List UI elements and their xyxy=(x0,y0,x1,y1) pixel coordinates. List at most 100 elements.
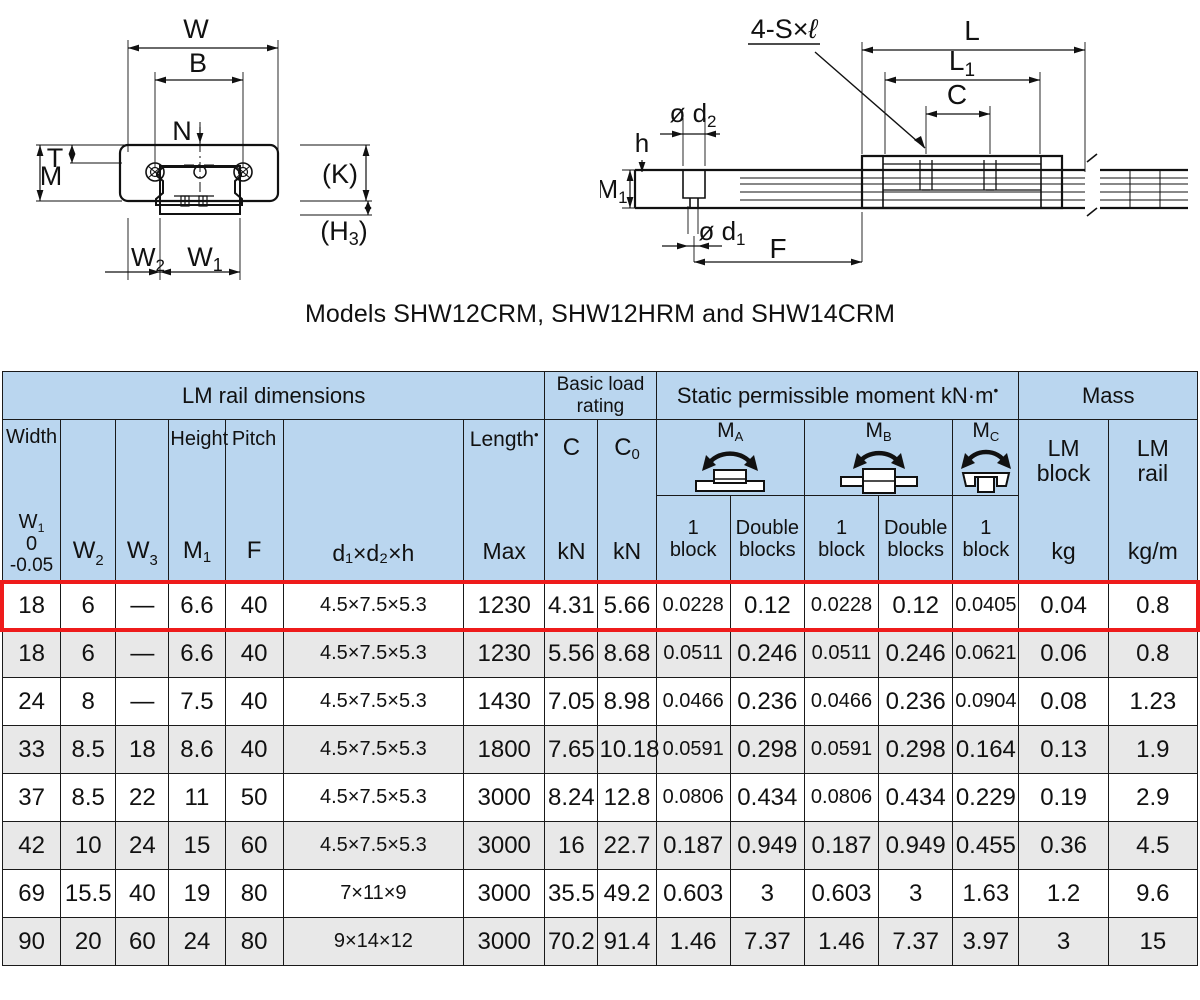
cell-ma-double: 0.434 xyxy=(729,773,805,822)
dim-label-h: h xyxy=(635,128,649,158)
dim-label-phi-d2: ø d2 xyxy=(669,98,716,131)
cell-d1d2h: 4.5×7.5×5.3 xyxy=(282,773,465,822)
cell-width-w1: 37 xyxy=(1,773,62,822)
dim-label-N: N xyxy=(172,116,192,146)
cell-length-max: 3000 xyxy=(463,869,546,918)
cell-width-w1: 24 xyxy=(1,677,62,726)
cell-f: 40 xyxy=(224,677,284,726)
header-group-row: LM rail dimensions Basic load rating Sta… xyxy=(1,371,1198,420)
cell-mc-1block: 0.0621 xyxy=(952,629,1020,678)
cell-ma-double: 0.246 xyxy=(729,629,805,678)
cell-width-w1: 69 xyxy=(1,869,62,918)
figure-caption: Models SHW12CRM, SHW12HRM and SHW14CRM xyxy=(304,300,896,328)
dim-label-L: L xyxy=(964,15,980,46)
cell-mass-lm-block: 1.2 xyxy=(1018,869,1109,918)
cell-width-w1: 18 xyxy=(1,581,62,630)
cell-mc-1block: 0.0405 xyxy=(952,581,1020,630)
cell-mb-1block: 0.0228 xyxy=(803,581,880,630)
cell-mc-1block: 0.229 xyxy=(952,773,1020,822)
cell-width-w1: 18 xyxy=(1,629,62,678)
moment-mc-header: MC xyxy=(952,419,1020,496)
cell-mb-1block: 0.187 xyxy=(803,821,880,870)
cell-mb-1block: 0.0806 xyxy=(803,773,880,822)
moment-ma-icon xyxy=(695,451,766,492)
table-head: LM rail dimensions Basic load rating Sta… xyxy=(1,371,1199,582)
cell-mass-lm-rail: 2.9 xyxy=(1107,773,1199,822)
lm-block-cross-section-drawing: W B N M T (K) (H3) W2 W1 xyxy=(0,0,440,295)
dim-label-C: C xyxy=(947,79,967,110)
cell-mass-lm-rail: 0.8 xyxy=(1107,581,1199,630)
cell-mb-double: 7.37 xyxy=(878,917,954,966)
col-head-width-w1: Width W1 0 -0.05 xyxy=(1,419,62,582)
cell-load-c: 7.05 xyxy=(544,677,599,726)
cell-mb-double: 0.434 xyxy=(878,773,954,822)
cell-load-c: 8.24 xyxy=(544,773,599,822)
cell-length-max: 3000 xyxy=(463,917,546,966)
cell-mb-double: 0.12 xyxy=(878,581,954,630)
cell-f: 80 xyxy=(224,917,284,966)
dim-label-T: T xyxy=(47,143,64,173)
cell-mb-double: 0.236 xyxy=(878,677,954,726)
cell-d1d2h: 4.5×7.5×5.3 xyxy=(282,581,465,630)
cell-length-max: 1230 xyxy=(463,629,546,678)
cell-f: 40 xyxy=(224,581,284,630)
cell-mass-lm-rail: 9.6 xyxy=(1107,869,1199,918)
cell-mass-lm-rail: 1.9 xyxy=(1107,725,1199,774)
cell-f: 40 xyxy=(224,629,284,678)
moment-mc-icon xyxy=(960,449,1011,493)
group-mass: Mass xyxy=(1018,371,1198,420)
cell-mass-lm-block: 0.19 xyxy=(1018,773,1109,822)
cell-mass-lm-block: 0.36 xyxy=(1018,821,1109,870)
cell-d1d2h: 4.5×7.5×5.3 xyxy=(282,725,465,774)
cell-width-w1: 90 xyxy=(1,917,62,966)
cell-load-c0: 5.66 xyxy=(597,581,657,630)
cell-mb-1block: 0.0466 xyxy=(803,677,880,726)
cell-mass-lm-rail: 1.23 xyxy=(1107,677,1199,726)
cell-w2: 15.5 xyxy=(60,869,117,918)
moment-mb-icon xyxy=(839,450,918,494)
dim-label-phi-d1: ø d1 xyxy=(698,216,745,249)
cell-mb-double: 0.949 xyxy=(878,821,954,870)
cell-width-w1: 42 xyxy=(1,821,62,870)
cell-d1d2h: 4.5×7.5×5.3 xyxy=(282,821,465,870)
cell-m1: 19 xyxy=(168,869,226,918)
cell-ma-1block: 0.0511 xyxy=(655,629,731,678)
cell-load-c: 5.56 xyxy=(544,629,599,678)
cell-ma-1block: 0.187 xyxy=(655,821,731,870)
cell-load-c0: 91.4 xyxy=(597,917,657,966)
cell-d1d2h: 4.5×7.5×5.3 xyxy=(282,629,465,678)
cell-m1: 6.6 xyxy=(168,629,226,678)
cell-mass-lm-block: 0.08 xyxy=(1018,677,1109,726)
cell-w2: 8.5 xyxy=(60,725,117,774)
cell-mb-1block: 1.46 xyxy=(803,917,880,966)
cell-mc-1block: 3.97 xyxy=(952,917,1020,966)
cell-ma-double: 3 xyxy=(729,869,805,918)
cell-ma-1block: 0.0806 xyxy=(655,773,731,822)
cell-mass-lm-rail: 4.5 xyxy=(1107,821,1199,870)
cell-w3: 24 xyxy=(115,821,170,870)
cell-mb-1block: 0.0511 xyxy=(803,629,880,678)
cell-mass-lm-rail: 15 xyxy=(1107,917,1199,966)
cell-mb-double: 0.246 xyxy=(878,629,954,678)
col-head-load-c0: C0 kN xyxy=(597,419,657,582)
group-static-permissible-moment: Static permissible moment kN·m• xyxy=(655,371,1020,420)
cell-d1d2h: 7×11×9 xyxy=(282,869,465,918)
cell-f: 40 xyxy=(224,725,284,774)
cell-length-max: 3000 xyxy=(463,821,546,870)
cell-m1: 11 xyxy=(168,773,226,822)
cell-ma-1block: 0.0466 xyxy=(655,677,731,726)
